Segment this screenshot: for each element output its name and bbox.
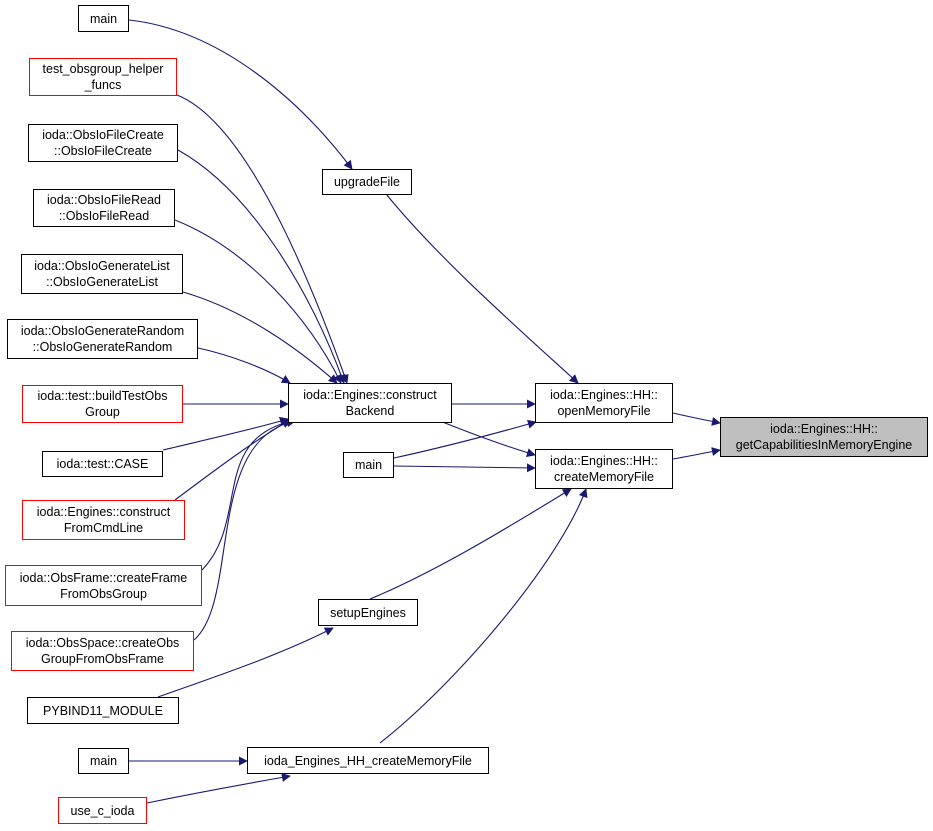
node-label: createMemoryFile	[553, 470, 655, 484]
edge-setupengines-to-createmem	[369, 488, 572, 600]
node-createframefromobsgroup[interactable]: ioda::ObsFrame::createFrame FromObsGroup	[5, 565, 202, 606]
edge-main-to-upgradefile	[128, 19, 353, 170]
node-label: ioda::test::CASE	[56, 457, 149, 471]
edge-pybind-to-setupengines	[157, 627, 334, 698]
node-label: ::ObsIoFileRead	[58, 209, 150, 223]
node-constructfromcmdline[interactable]: ioda::Engines::construct FromCmdLine	[22, 500, 185, 540]
node-label: ::ObsIoGenerateList	[46, 275, 158, 289]
node-obsiogeneraterandom[interactable]: ioda::ObsIoGenerateRandom ::ObsIoGenerat…	[7, 319, 198, 359]
node-construct-backend[interactable]: ioda::Engines::construct Backend	[288, 383, 452, 423]
edge-createframe-to-construct-backend	[201, 418, 293, 571]
edge-obsiogeneraterandom-to-construct-backend	[197, 347, 291, 384]
node-label: ioda_Engines_HH_createMemoryFile	[264, 753, 472, 768]
edge-openmem-to-getcaps	[672, 412, 721, 426]
node-obsiofileread[interactable]: ioda::ObsIoFileRead ::ObsIoFileRead	[33, 189, 175, 227]
node-label: Group	[85, 405, 120, 419]
node-label: use_c_ioda	[70, 803, 135, 818]
node-label: FromCmdLine	[63, 521, 144, 535]
node-label: getCapabilitiesInMemoryEngine	[735, 438, 913, 452]
node-buildtestobsgroup[interactable]: ioda::test::buildTestObs Group	[22, 385, 183, 423]
node-label: ioda::Engines::HH::	[770, 422, 878, 436]
edge-main-mid-to-createmem	[393, 463, 536, 473]
node-label: ioda::Engines::construct	[36, 505, 171, 519]
node-label: ioda::ObsSpace::createObs	[25, 636, 180, 650]
node-label: ioda::ObsIoGenerateList	[34, 259, 170, 273]
node-label: ioda::ObsIoFileRead	[47, 193, 161, 207]
node-obsiofilecreate[interactable]: ioda::ObsIoFileCreate ::ObsIoFileCreate	[28, 124, 178, 162]
node-createobsgroupfromobsframe[interactable]: ioda::ObsSpace::createObs GroupFromObsFr…	[11, 631, 194, 671]
node-label: main	[89, 754, 118, 768]
node-getcapabilitiesinmemoryengine: ioda::Engines::HH:: getCapabilitiesInMem…	[720, 417, 928, 457]
node-label: FromObsGroup	[60, 586, 147, 601]
node-main-bottom[interactable]: main	[78, 748, 129, 774]
edge-construct-backend-to-createmem	[439, 420, 536, 457]
node-label: PYBIND11_MODULE	[43, 703, 163, 718]
node-test-case[interactable]: ioda::test::CASE	[42, 451, 163, 477]
edge-createobsgroup-to-construct-backend	[193, 418, 296, 641]
edge-test-obsgroup-to-construct-backend	[176, 94, 349, 384]
edge-use-c-ioda-to-c-createmem	[146, 772, 291, 804]
node-label: _funcs	[84, 78, 122, 92]
node-label: setupEngines	[330, 605, 406, 620]
edge-c-createmem-to-createmem	[379, 488, 588, 744]
node-label: ioda::Engines::HH::	[550, 454, 658, 468]
node-label: ioda::Engines::construct	[303, 388, 437, 402]
node-test-obsgroup-helper-funcs[interactable]: test_obsgroup_helper _funcs	[29, 58, 177, 96]
edge-createmem-to-getcaps	[672, 447, 721, 460]
node-label: Backend	[345, 404, 395, 418]
node-obsiogeneratelist[interactable]: ioda::ObsIoGenerateList ::ObsIoGenerateL…	[21, 254, 183, 294]
edge-obsiogeneratelist-to-construct-backend	[182, 291, 338, 384]
node-label: test_obsgroup_helper	[42, 62, 164, 76]
edge-obsiofileread-to-construct-backend	[174, 219, 342, 384]
node-creatememoryfile[interactable]: ioda::Engines::HH:: createMemoryFile	[535, 449, 673, 489]
node-label: GroupFromObsFrame	[41, 652, 164, 666]
node-main-top[interactable]: main	[78, 5, 129, 32]
node-label: ::ObsIoGenerateRandom	[32, 340, 173, 354]
node-label: main	[354, 458, 383, 472]
node-label: ioda::ObsFrame::createFrame	[19, 570, 188, 585]
node-label: ioda::ObsIoFileCreate	[42, 128, 164, 142]
node-use-c-ioda[interactable]: use_c_ioda	[58, 797, 147, 824]
edge-test-case-to-construct-backend	[162, 416, 289, 451]
node-label: ioda::test::buildTestObs	[37, 389, 168, 403]
node-label: openMemoryFile	[557, 404, 651, 418]
node-label: ioda::Engines::HH::	[550, 388, 658, 402]
edge-construct-cmdline-to-construct-backend	[174, 419, 291, 501]
node-label: upgradeFile	[333, 175, 400, 189]
node-setupengines[interactable]: setupEngines	[318, 599, 418, 626]
node-upgradefile[interactable]: upgradeFile	[322, 169, 412, 195]
edge-upgradefile-to-openmem	[385, 193, 579, 384]
node-main-mid[interactable]: main	[343, 452, 394, 478]
edge-main-mid-to-openmem	[393, 419, 537, 459]
node-c-createmem[interactable]: ioda_Engines_HH_createMemoryFile	[247, 747, 489, 774]
node-openmemoryfile[interactable]: ioda::Engines::HH:: openMemoryFile	[535, 383, 673, 423]
edge-obsiofilecreate-to-construct-backend	[177, 149, 346, 384]
node-label: main	[89, 11, 118, 26]
node-label: ioda::ObsIoGenerateRandom	[20, 324, 185, 338]
node-label: ::ObsIoFileCreate	[54, 144, 152, 158]
node-pybind11-module[interactable]: PYBIND11_MODULE	[27, 697, 179, 724]
